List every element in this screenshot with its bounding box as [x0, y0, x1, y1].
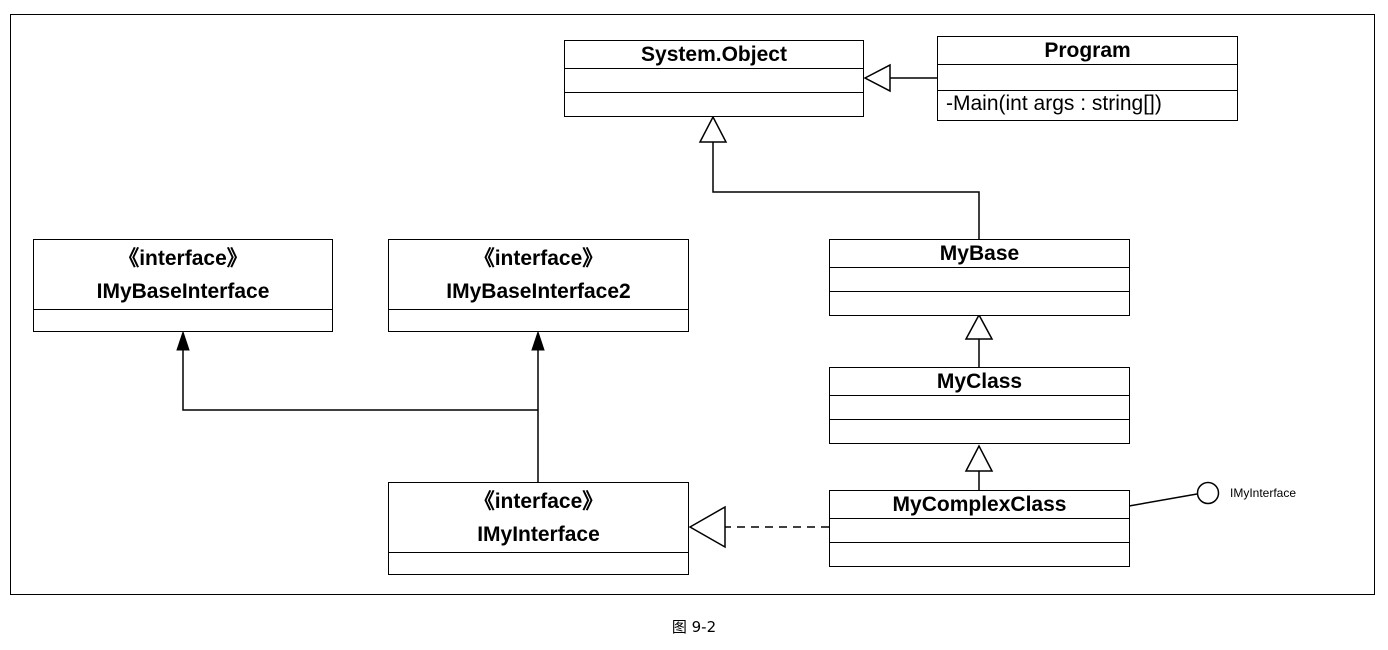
- interface-name: IMyBaseInterface: [96, 279, 270, 303]
- class-mycomplexclass[interactable]: MyComplexClass: [829, 490, 1130, 567]
- interface-header: 《interface》 IMyBaseInterface2: [389, 240, 688, 310]
- operations-section: [830, 543, 1129, 565]
- imyinterface-to-imybaseinterface2-arrowhead: [531, 330, 545, 351]
- class-name: MyComplexClass: [830, 491, 1129, 519]
- stereotype-label: 《interface》: [473, 489, 604, 513]
- mycomplexclass-to-myclass-arrowhead: [964, 444, 994, 472]
- interface-imybaseinterface[interactable]: 《interface》 IMyBaseInterface: [33, 239, 333, 332]
- diagram-frame: [10, 14, 1375, 595]
- class-myclass[interactable]: MyClass: [829, 367, 1130, 444]
- attributes-section: [830, 396, 1129, 420]
- lollipop-interface-label: IMyInterface: [1230, 486, 1297, 500]
- interface-header: 《interface》 IMyBaseInterface: [34, 240, 332, 310]
- program-to-object-arrowhead: [863, 63, 891, 93]
- operation-main: -Main(int args : string[]): [946, 92, 1162, 115]
- imyinterface-to-imybaseinterface-line: [182, 348, 538, 411]
- realization-arrowhead: [688, 505, 726, 549]
- interface-header: 《interface》 IMyInterface: [389, 483, 688, 553]
- class-name: System.Object: [565, 41, 863, 69]
- class-system-object[interactable]: System.Object: [564, 40, 864, 117]
- operations-section: [830, 420, 1129, 442]
- mybase-to-object-arrowhead: [698, 115, 728, 143]
- class-mybase[interactable]: MyBase: [829, 239, 1130, 316]
- interface-name: IMyInterface: [477, 522, 600, 546]
- operations-section: [565, 93, 863, 115]
- mybase-to-object-line: [712, 142, 980, 239]
- class-program[interactable]: Program -Main(int args : string[]): [937, 36, 1238, 121]
- class-name: MyBase: [830, 240, 1129, 268]
- attributes-section: [830, 519, 1129, 543]
- lollipop-circle: [1196, 481, 1220, 505]
- interface-name: IMyBaseInterface2: [446, 279, 631, 303]
- interface-imyinterface[interactable]: 《interface》 IMyInterface: [388, 482, 689, 575]
- class-name: Program: [938, 37, 1237, 65]
- operations-section: [389, 553, 688, 573]
- operations-section: [389, 310, 688, 330]
- operations-section: [830, 292, 1129, 314]
- attributes-section: [565, 69, 863, 93]
- operations-section: [34, 310, 332, 330]
- lollipop-line: [1128, 493, 1198, 507]
- imyinterface-to-imybaseinterface-arrowhead: [176, 330, 190, 351]
- interface-imybaseinterface2[interactable]: 《interface》 IMyBaseInterface2: [388, 239, 689, 332]
- myclass-to-mybase-arrowhead: [964, 313, 994, 340]
- class-name: MyClass: [830, 368, 1129, 396]
- stereotype-label: 《interface》: [473, 246, 604, 270]
- stereotype-label: 《interface》: [118, 246, 248, 270]
- attributes-section: [938, 65, 1237, 91]
- figure-caption: 图 9-2: [671, 618, 717, 636]
- attributes-section: [830, 268, 1129, 292]
